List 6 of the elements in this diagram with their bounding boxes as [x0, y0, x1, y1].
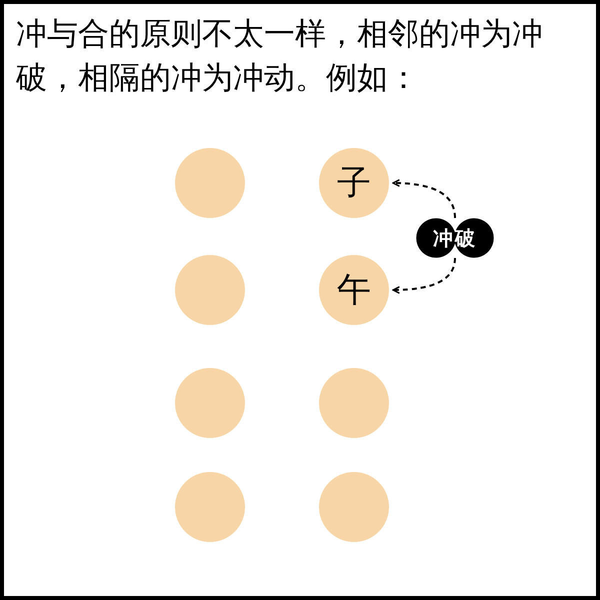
dashed-arrow: [392, 258, 456, 294]
heading-text: 冲与合的原则不太一样，相邻的冲为冲破，相隔的冲为冲动。例如：: [16, 15, 544, 98]
branch-circle: 午: [319, 255, 389, 325]
label-badge: 冲破: [416, 218, 494, 258]
branch-circle: 子: [319, 148, 389, 218]
dashed-arrow: [392, 179, 456, 218]
